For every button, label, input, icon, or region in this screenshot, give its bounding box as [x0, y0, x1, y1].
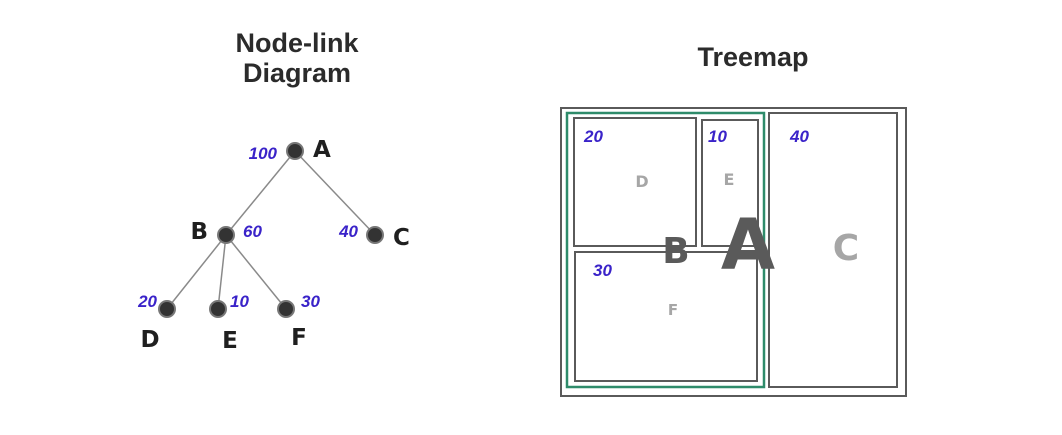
tree-node-c: C 40 — [338, 222, 410, 251]
node-a-circle — [286, 142, 304, 160]
treemap-c-value: 40 — [789, 127, 809, 146]
treemap-a-label: A — [721, 204, 775, 286]
treemap-rect-c — [768, 112, 898, 388]
edge-b-e — [217, 234, 227, 310]
treemap-f-label: F — [668, 301, 678, 319]
tree-node-b: B 60 — [190, 219, 262, 245]
tree-node-a: A 100 — [249, 137, 331, 163]
node-d-value: 20 — [137, 292, 157, 311]
node-d-circle — [158, 300, 176, 318]
node-b-label: B — [190, 219, 208, 245]
node-c-circle — [366, 226, 384, 244]
treemap-rect-a — [560, 107, 907, 397]
treemap-b-label: B — [662, 231, 689, 272]
edge-a-b — [225, 150, 296, 236]
treemap: 20 10 30 40 D E F C B A — [560, 107, 907, 397]
edge-b-f — [225, 234, 287, 310]
tree-node-e: E 10 — [209, 292, 249, 354]
treemap-f-value: 30 — [593, 261, 612, 280]
treemap-e-label: E — [724, 170, 735, 189]
node-link-title-line1: Node-link — [235, 28, 359, 58]
node-a-value: 100 — [249, 144, 278, 163]
node-e-label: E — [222, 328, 238, 354]
treemap-rect-d — [573, 117, 697, 247]
treemap-title: Treemap — [697, 42, 808, 72]
treemap-d-value: 20 — [583, 127, 603, 146]
node-c-value: 40 — [338, 222, 358, 241]
node-c-label: C — [393, 225, 410, 251]
node-link-diagram: A 100 B 60 C 40 D 20 E 10 F 30 — [137, 137, 410, 354]
node-e-value: 10 — [230, 292, 249, 311]
node-f-circle — [277, 300, 295, 318]
node-link-title-line2: Diagram — [243, 58, 351, 88]
treemap-c-label: C — [833, 228, 859, 269]
node-b-circle — [217, 226, 235, 244]
edge-b-d — [166, 234, 227, 310]
treemap-rect-e — [701, 119, 759, 247]
edge-a-c — [294, 150, 376, 236]
node-a-label: A — [313, 137, 331, 163]
tree-node-f: F 30 — [277, 292, 320, 351]
node-d-label: D — [140, 327, 159, 353]
treemap-e-value: 10 — [708, 127, 727, 146]
node-f-value: 30 — [301, 292, 320, 311]
node-f-label: F — [291, 325, 307, 351]
treemap-d-label: D — [635, 172, 648, 191]
node-b-value: 60 — [243, 222, 262, 241]
tree-edges — [166, 150, 376, 310]
treemap-rect-b — [565, 111, 766, 389]
node-e-circle — [209, 300, 227, 318]
tree-node-d: D 20 — [137, 292, 176, 353]
treemap-rect-f — [574, 251, 758, 382]
